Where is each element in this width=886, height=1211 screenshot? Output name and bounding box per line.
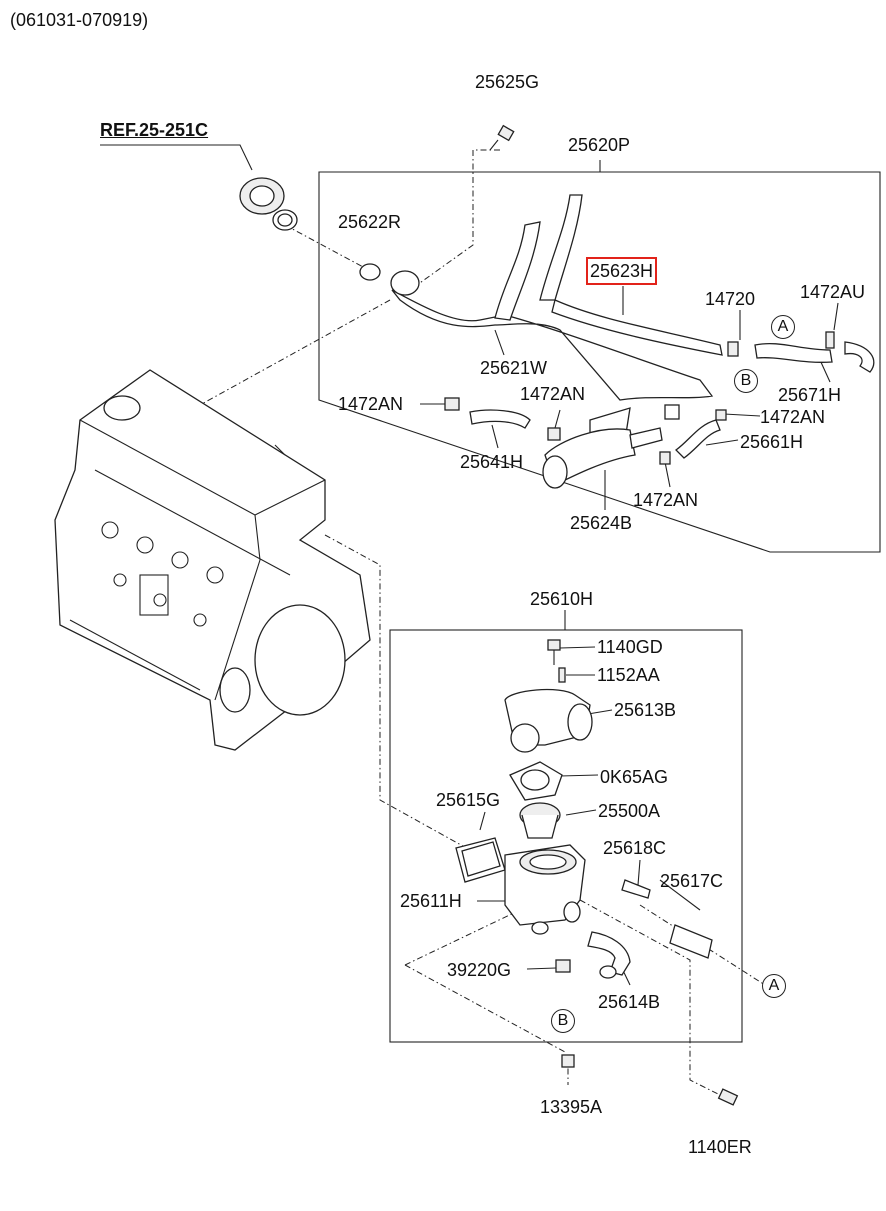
part-label-1472AN-bottom[interactable]: 1472AN <box>633 490 699 510</box>
part-label-1140GD[interactable]: 1140GD <box>597 637 663 657</box>
bolt-25625G <box>489 124 515 151</box>
part-label-25623H-highlighted[interactable]: 25623H <box>585 257 658 285</box>
hoses-upper <box>469 341 875 459</box>
upper-group-outline <box>318 171 881 553</box>
engine-block <box>54 369 371 751</box>
part-label-25610H[interactable]: 25610H <box>530 589 594 609</box>
ref-link[interactable]: REF.25-251C <box>100 120 209 140</box>
callout-b-upper: B <box>734 369 758 393</box>
part-label-25661H[interactable]: 25661H <box>740 432 804 452</box>
oring-25622R <box>359 263 381 281</box>
part-label-25618C[interactable]: 25618C <box>603 838 667 858</box>
part-label-1472AU[interactable]: 1472AU <box>800 282 866 302</box>
callout-b-lower: B <box>551 1009 575 1033</box>
part-label-39220G[interactable]: 39220G <box>447 960 512 980</box>
water-pipe-assembly <box>390 194 723 489</box>
part-label-25671H[interactable]: 25671H <box>778 385 842 405</box>
part-label-13395A[interactable]: 13395A <box>540 1097 603 1117</box>
part-label-25611H[interactable]: 25611H <box>400 891 462 911</box>
part-label-25500A[interactable]: 25500A <box>598 801 661 821</box>
callout-a-lower: A <box>762 974 786 998</box>
part-label-0K65AG[interactable]: 0K65AG <box>600 767 669 787</box>
part-label-1472AN-right[interactable]: 1472AN <box>760 407 826 427</box>
part-label-14720[interactable]: 14720 <box>705 289 756 309</box>
part-label-1140ER[interactable]: 1140ER <box>688 1137 752 1157</box>
ref-housing-part <box>239 177 298 231</box>
connection-lines <box>199 149 766 1096</box>
part-label-25621W[interactable]: 25621W <box>480 358 548 378</box>
thermostat-parts <box>455 639 739 1106</box>
date-range-label: (061031-070919) <box>10 10 149 30</box>
part-label-25625G[interactable]: 25625G <box>475 72 540 92</box>
leader-lines <box>100 144 839 986</box>
part-label-25641H[interactable]: 25641H <box>460 452 524 472</box>
part-label-25617C[interactable]: 25617C <box>660 871 724 891</box>
part-label-1472AN-left[interactable]: 1472AN <box>338 394 404 414</box>
clamps-upper <box>444 331 835 465</box>
part-label-25614B[interactable]: 25614B <box>598 992 661 1012</box>
part-label-1152AA[interactable]: 1152AA <box>597 665 660 685</box>
callout-a-upper: A <box>771 315 795 339</box>
part-label-25613B[interactable]: 25613B <box>614 700 677 720</box>
part-label-25615G[interactable]: 25615G <box>436 790 501 810</box>
part-label-1472AN-center[interactable]: 1472AN <box>520 384 586 404</box>
part-label-25624B[interactable]: 25624B <box>570 513 633 533</box>
part-label-25620P[interactable]: 25620P <box>568 135 631 155</box>
part-label-25622R[interactable]: 25622R <box>338 212 402 232</box>
lower-group-outline <box>389 629 743 1043</box>
